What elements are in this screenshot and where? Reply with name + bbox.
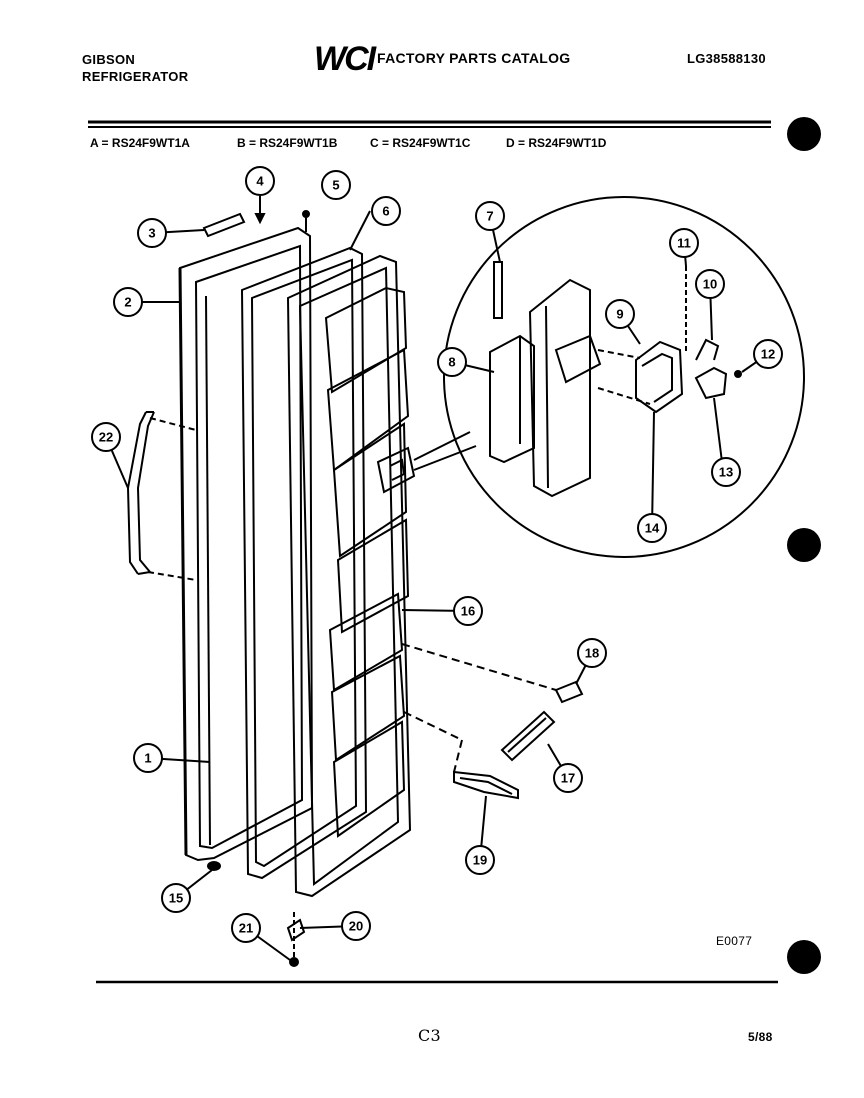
callout-6-label: 6 xyxy=(382,204,389,219)
callout-22-label: 22 xyxy=(99,430,113,445)
callout-15: 15 xyxy=(161,883,191,913)
callout-10: 10 xyxy=(695,269,725,299)
binder-hole-bottom xyxy=(787,940,821,974)
callout-8: 8 xyxy=(437,347,467,377)
callout-13-label: 13 xyxy=(719,465,733,480)
callout-16: 16 xyxy=(453,596,483,626)
brand-logo: WCI xyxy=(314,40,376,78)
model-b: B = RS24F9WT1B xyxy=(237,136,338,150)
callout-3-label: 3 xyxy=(148,226,155,241)
callout-17: 17 xyxy=(553,763,583,793)
catalog-title: FACTORY PARTS CATALOG xyxy=(377,50,571,66)
callout-5: 5 xyxy=(321,170,351,200)
page-mark: C3 xyxy=(418,1026,442,1045)
callout-3: 3 xyxy=(137,218,167,248)
callout-4-label: 4 xyxy=(256,174,264,189)
callout-22: 22 xyxy=(91,422,121,452)
callout-12-label: 12 xyxy=(761,347,775,362)
binder-hole-top xyxy=(787,117,821,151)
model-d: D = RS24F9WT1D xyxy=(506,136,607,150)
catalog-number: LG38588130 xyxy=(687,51,766,66)
callout-6: 6 xyxy=(371,196,401,226)
print-date: 5/88 xyxy=(748,1030,773,1044)
callout-2-label: 2 xyxy=(124,295,131,310)
callout-8-label: 8 xyxy=(448,355,455,370)
callout-2: 2 xyxy=(113,287,143,317)
callout-11-label: 11 xyxy=(677,236,691,251)
callout-13: 13 xyxy=(711,457,741,487)
model-c: C = RS24F9WT1C xyxy=(370,136,471,150)
callout-10-label: 10 xyxy=(703,277,717,292)
callout-4: 4 xyxy=(245,166,275,196)
callout-20: 20 xyxy=(341,911,371,941)
callout-19: 19 xyxy=(465,845,495,875)
callout-19-label: 19 xyxy=(473,853,487,868)
callout-17-label: 17 xyxy=(561,771,575,786)
callout-18-label: 18 xyxy=(585,646,599,661)
callout-21-label: 21 xyxy=(239,921,253,936)
callout-7: 7 xyxy=(475,201,505,231)
callout-16-label: 16 xyxy=(461,604,475,619)
callout-15-label: 15 xyxy=(169,891,183,906)
brand-name: GIBSON xyxy=(82,52,136,67)
callout-1: 1 xyxy=(133,743,163,773)
callout-1-label: 1 xyxy=(144,751,151,766)
callout-7-label: 7 xyxy=(486,209,493,224)
product-name: REFRIGERATOR xyxy=(82,69,189,84)
callout-14-label: 14 xyxy=(645,521,660,536)
figure-code: E0077 xyxy=(716,934,753,948)
callout-21: 21 xyxy=(231,913,261,943)
binder-hole-middle xyxy=(787,528,821,562)
callout-12: 12 xyxy=(753,339,783,369)
callout-9: 9 xyxy=(605,299,635,329)
callout-11: 11 xyxy=(669,228,699,258)
callout-14: 14 xyxy=(637,513,667,543)
callout-20-label: 20 xyxy=(349,919,363,934)
callout-5-label: 5 xyxy=(332,178,339,193)
model-a: A = RS24F9WT1A xyxy=(90,136,190,150)
callout-18: 18 xyxy=(577,638,607,668)
callout-9-label: 9 xyxy=(616,307,623,322)
